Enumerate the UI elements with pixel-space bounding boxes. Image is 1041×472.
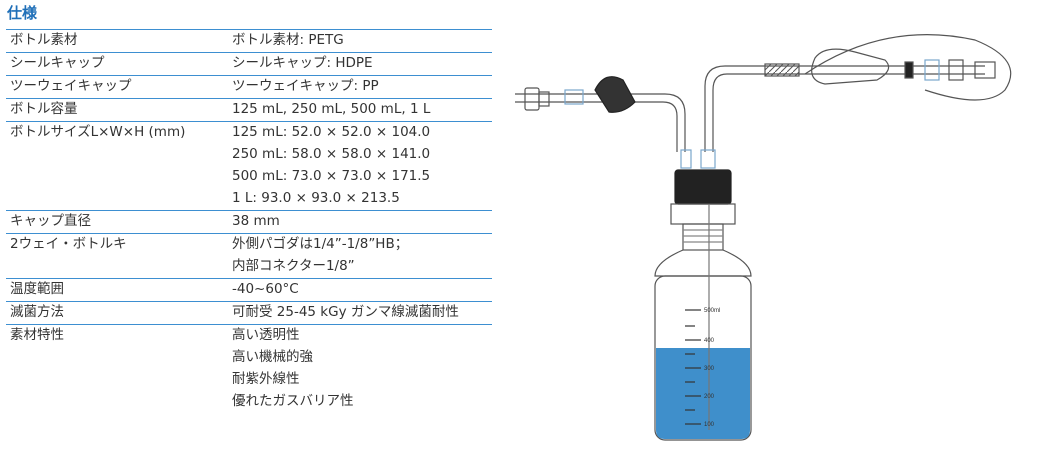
bottle-neck <box>682 223 724 251</box>
section-heading: 仕様 <box>7 4 38 22</box>
spec-value: 500 mL: 73.0 × 73.0 × 171.5 <box>232 168 431 184</box>
spec-value: ツーウェイキャップ: PP <box>228 75 492 99</box>
bottle-assembly-illustration: 500ml 400 300 200 100 <box>515 34 1012 441</box>
graduation-label: 100 <box>704 422 715 428</box>
spec-row: 高い機械的強 <box>6 347 492 369</box>
spec-row: 500 mL: 73.0 × 73.0 × 171.5 <box>6 166 492 188</box>
liquid <box>656 348 750 439</box>
spec-key <box>6 144 228 166</box>
spec-key <box>6 391 228 413</box>
spec-key <box>6 166 228 188</box>
right-clamp-icon <box>811 48 890 85</box>
spec-row: 1 L: 93.0 × 93.0 × 213.5 <box>6 188 492 211</box>
spec-key: シールキャップ <box>6 52 228 76</box>
spec-row: ボトル素材ボトル素材: PETG <box>6 29 492 53</box>
spec-value: 高い機械的強 <box>232 349 313 365</box>
spec-key: ボトル素材 <box>6 29 228 53</box>
spec-key: ツーウェイキャップ <box>6 75 228 99</box>
graduation-label: 500ml <box>704 308 720 314</box>
left-tube <box>515 93 686 152</box>
spec-row: ツーウェイキャップツーウェイキャップ: PP <box>6 75 492 99</box>
spec-key: キャップ直径 <box>6 210 228 234</box>
bottle-body <box>654 275 752 441</box>
spec-key <box>6 188 228 211</box>
graduation-label: 300 <box>704 366 715 372</box>
spec-value: 38 mm <box>228 210 492 234</box>
left-filter <box>524 87 540 111</box>
right-tube <box>704 65 985 152</box>
spec-key <box>6 369 228 391</box>
spec-value: 125 mL: 52.0 × 52.0 × 104.0 <box>228 121 492 144</box>
spec-value: 250 mL: 58.0 × 58.0 × 141.0 <box>232 146 431 162</box>
spec-key: 温度範囲 <box>6 278 228 302</box>
spec-row: 温度範囲-40~60°C <box>6 278 492 302</box>
spec-value: シールキャップ: HDPE <box>228 52 492 76</box>
spec-key: ボトル容量 <box>6 98 228 122</box>
spec-value: ボトル素材: PETG <box>228 29 492 53</box>
spec-row: 優れたガスバリア性 <box>6 391 492 413</box>
spec-key <box>6 256 228 279</box>
spec-value: 高い透明性 <box>228 324 492 347</box>
spec-row: シールキャップシールキャップ: HDPE <box>6 52 492 76</box>
spec-row: 内部コネクター1/8” <box>6 256 492 279</box>
spec-row: 2ウェイ・ボトルキ外側パゴダは1/4”-1/8”HB； <box>6 233 492 256</box>
graduation-label: 200 <box>704 394 715 400</box>
spec-value: 1 L: 93.0 × 93.0 × 213.5 <box>232 190 400 206</box>
spec-key <box>6 347 228 369</box>
spec-key: 素材特性 <box>6 324 228 347</box>
spec-row: 素材特性高い透明性 <box>6 324 492 347</box>
spec-value: 可耐受 25-45 kGy ガンマ線滅菌耐性 <box>228 301 492 325</box>
spec-row: 滅菌方法可耐受 25-45 kGy ガンマ線滅菌耐性 <box>6 301 492 325</box>
spec-value: 内部コネクター1/8” <box>232 258 355 274</box>
spec-row: ボトルサイズL×W×H (mm)125 mL: 52.0 × 52.0 × 10… <box>6 121 492 144</box>
graduation-label: 400 <box>704 338 715 344</box>
spec-row: 耐紫外線性 <box>6 369 492 391</box>
spec-key: ボトルサイズL×W×H (mm) <box>6 121 228 144</box>
left-clamp-icon <box>594 76 636 113</box>
spec-key: 滅菌方法 <box>6 301 228 325</box>
spec-value: -40~60°C <box>228 278 492 302</box>
spec-value: 耐紫外線性 <box>232 371 300 387</box>
spec-value: 優れたガスバリア性 <box>232 393 354 409</box>
spec-value: 125 mL, 250 mL, 500 mL, 1 L <box>228 98 492 122</box>
spec-row: 250 mL: 58.0 × 58.0 × 141.0 <box>6 144 492 166</box>
braided-section <box>764 63 800 77</box>
spec-key: 2ウェイ・ボトルキ <box>6 233 228 256</box>
bottle-cap <box>674 169 732 205</box>
spec-value: 外側パゴダは1/4”-1/8”HB； <box>228 233 492 256</box>
